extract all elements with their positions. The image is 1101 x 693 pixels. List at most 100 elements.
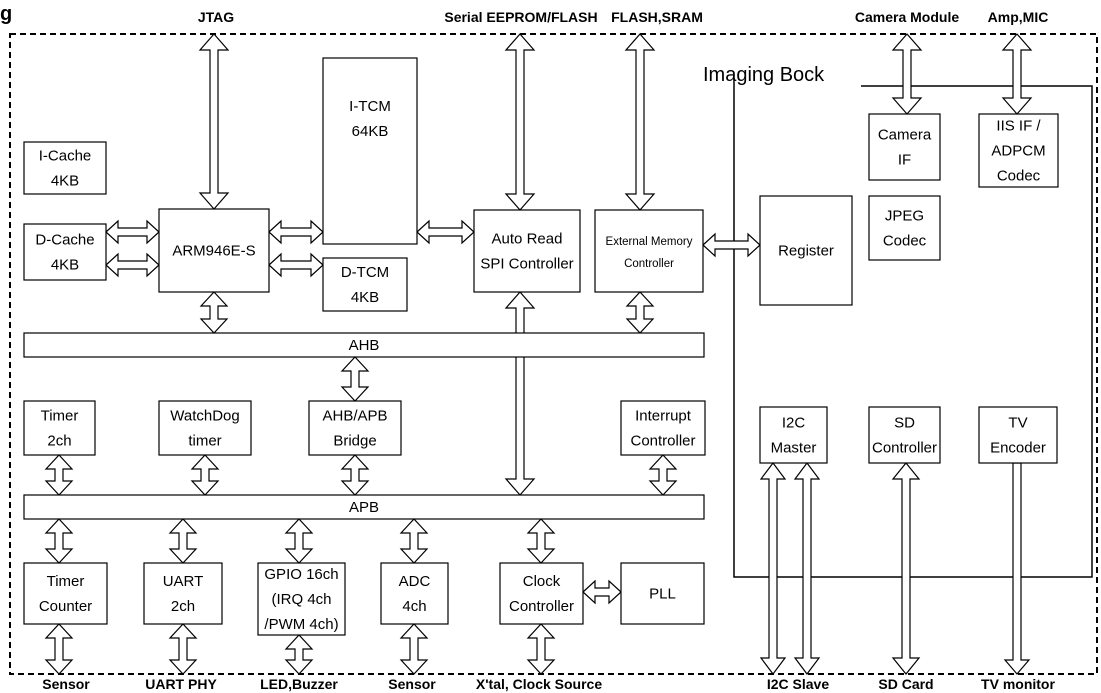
arrow-flash-extmem [624, 33, 656, 211]
chip-boundary [9, 33, 1098, 675]
block-camif-line: Camera [878, 127, 932, 144]
imaging-block-label: Imaging Bock [703, 64, 825, 86]
arrow-tv-monitor [1003, 462, 1031, 675]
block-iis-line: IIS IF / [996, 118, 1041, 135]
block-iis-line: ADPCM [991, 143, 1045, 160]
block-watchdog-box [158, 400, 252, 456]
block-icache-line: I-Cache [39, 148, 92, 165]
block-pll: PLL [620, 562, 705, 625]
arrow-dcache-arm-2 [105, 252, 160, 278]
block-jpeg-line: JPEG [885, 208, 924, 225]
arrow-camera-module [891, 33, 923, 115]
arrow-dcache-arm-1 [105, 219, 160, 245]
arrow-sd-card [891, 462, 921, 675]
arrow-apb-gpio [284, 518, 314, 564]
block-pll-box [620, 562, 705, 625]
block-interrupt-box [620, 400, 706, 456]
block-register-line: Register [778, 243, 834, 260]
arrow-serial-autoread [504, 33, 536, 211]
arrow-apb-timercounter [44, 518, 74, 564]
block-itcm-line: I-TCM [349, 98, 391, 115]
ext-flash-sram: FLASH,SRAM [611, 9, 703, 25]
ext-jtag: JTAG [198, 9, 234, 25]
arrow-jtag-arm [198, 33, 230, 210]
block-dcache-line: 4KB [51, 257, 79, 274]
arrow-timer-apb [44, 454, 74, 496]
arrow-arm-itcm [268, 219, 324, 245]
arrow-bridge-apb [340, 454, 370, 496]
ext-sensor-left: Sensor [42, 676, 90, 692]
block-arm: ARM946E-S [158, 208, 270, 293]
block-uart-line: 2ch [171, 598, 195, 615]
arrow-itcm-autoread [416, 219, 475, 245]
diagram-title-fragment: g [0, 3, 12, 25]
ext-serial-eeprom: Serial EEPROM/FLASH [444, 9, 597, 25]
arrow-apb-uart [168, 518, 198, 564]
block-interrupt-line: Controller [630, 433, 695, 450]
arrow-clock-pll [582, 579, 622, 605]
arrow-extmem-ahb [625, 291, 655, 334]
block-pll-line: PLL [649, 586, 676, 603]
block-uart: UART 2ch [143, 562, 223, 625]
ext-tv-monitor: TV monitor [981, 676, 1055, 692]
block-dtcm-line: 4KB [351, 289, 379, 306]
block-timer-line: Timer [41, 408, 79, 425]
block-dtcm-box [322, 257, 408, 312]
block-gpio-line: GPIO 16ch [264, 566, 338, 583]
block-arm-box [158, 208, 270, 293]
ext-sd-card: SD Card [878, 676, 933, 692]
block-uart-box [143, 562, 223, 625]
block-gpio: GPIO 16ch(IRQ 4ch/PWM 4ch) [257, 562, 346, 636]
arrow-arm-dtcm [268, 252, 324, 278]
block-timer-line: 2ch [47, 433, 71, 450]
block-itcm-line: 64KB [352, 123, 389, 140]
block-apb-line: APB [349, 499, 379, 516]
ext-camera-module: Camera Module [855, 9, 959, 25]
block-extmem-box [594, 209, 704, 293]
block-gpio-line: (IRQ 4ch [271, 591, 331, 608]
block-iis-box [978, 113, 1059, 188]
block-dcache-line: D-Cache [35, 232, 94, 249]
block-icache: I-Cache 4KB [23, 141, 107, 195]
block-sd: SD Controller [868, 406, 941, 464]
block-watchdog-line: WatchDog [170, 408, 239, 425]
block-interrupt-line: Interrupt [635, 408, 692, 425]
block-icache-line: 4KB [51, 173, 79, 190]
block-i2c-box [759, 406, 828, 464]
block-sd-line: Controller [872, 440, 937, 457]
ext-uart-phy: UART PHY [145, 676, 217, 692]
block-ahb: AHB [23, 332, 705, 358]
block-extmem-line: Controller [624, 258, 674, 270]
block-timercounter-box [23, 562, 108, 625]
arrow-gpio-ext [284, 634, 314, 675]
block-register: Register [759, 195, 853, 306]
block-apb-box [23, 494, 705, 520]
block-adc-line: ADC [399, 573, 431, 590]
block-uart-line: UART [163, 573, 204, 590]
arrow-ahb-bridge [340, 356, 370, 402]
arrow-clock-ext [526, 623, 556, 675]
arrow-watchdog-apb [190, 454, 220, 496]
block-jpeg-line: Codec [883, 233, 927, 250]
block-ahb-box [23, 332, 705, 358]
block-sd-line: SD [894, 415, 915, 432]
block-arm-line: ARM946E-S [172, 243, 255, 260]
block-itcm-box [322, 57, 418, 245]
block-autoread-line: Auto Read [492, 231, 563, 248]
block-autoread-box [473, 209, 581, 293]
block-jpeg: JPEG Codec [868, 195, 941, 261]
block-adc-box [380, 562, 449, 625]
block-clock-line: Controller [509, 598, 574, 615]
ext-led-buzzer: LED,Buzzer [260, 676, 338, 692]
ext-sensor-adc: Sensor [388, 676, 436, 692]
arrow-uart-ext [168, 623, 198, 675]
block-bridge-line: Bridge [333, 433, 376, 450]
